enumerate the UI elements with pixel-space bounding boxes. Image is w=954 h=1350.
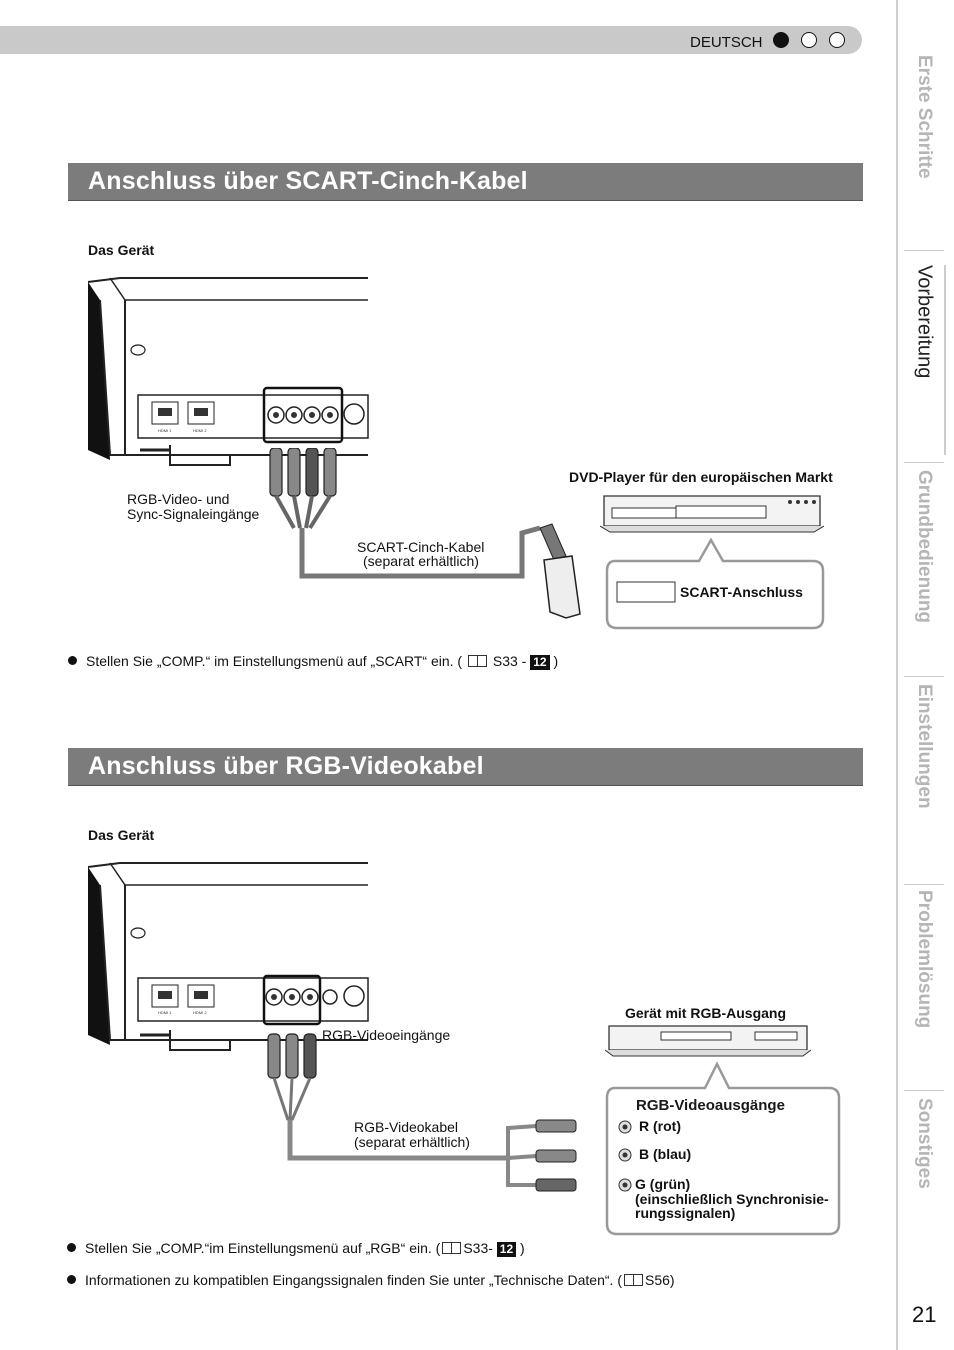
rgb-cable-label-line2: (separat erhältlich) (354, 1134, 470, 1150)
tab-einstellungen[interactable]: Einstellungen (914, 684, 935, 809)
tab-problemloesung[interactable]: Problemlösung (914, 890, 935, 1029)
rgb-video-cable (267, 1033, 577, 1192)
output-g-label-line1: G (grün) (635, 1176, 691, 1192)
tab-divider (904, 884, 944, 885)
section-title: Anschluss über RGB-Videokabel (88, 752, 484, 780)
language-indicator-dot (801, 32, 817, 48)
cable-label-line1: SCART-Cinch-Kabel (357, 539, 485, 555)
note-scart: Stellen Sie „COMP.“ im Einstellungsmenü … (68, 653, 558, 670)
tab-erste-schritte[interactable]: Erste Schritte (914, 55, 935, 179)
scart-plug (539, 523, 581, 619)
output-b-label: B (blau) (639, 1146, 692, 1162)
tab-divider (904, 462, 944, 463)
rgb-source-illustration (605, 1025, 811, 1057)
scart-callout-box (605, 537, 825, 630)
rgb-outputs-title: RGB-Videoausgänge (636, 1097, 785, 1114)
tab-divider (904, 1090, 944, 1091)
tab-divider (904, 676, 944, 677)
scart-connector-label: SCART-Anschluss (680, 584, 803, 600)
page-number: 21 (912, 1302, 937, 1327)
tab-divider (904, 250, 944, 251)
rgb-output-jacks (618, 1120, 632, 1192)
inputs-label-line1: RGB-Video- und (127, 491, 230, 507)
rgb-cable-label-line1: RGB-Videokabel (354, 1119, 459, 1135)
language-indicator-dot-active (773, 32, 789, 48)
device-label: Das Gerät (88, 242, 155, 258)
output-g-label-line3: rungssignalen) (635, 1205, 736, 1221)
section-heading-scart: Anschluss über SCART-Cinch-Kabel (68, 163, 863, 201)
hdmi2-label: HDMI 2 (193, 1010, 207, 1015)
tab-sonstiges[interactable]: Sonstiges (914, 1098, 935, 1189)
output-g-label-line2: (einschließlich Synchronisie- (635, 1191, 829, 1207)
note-signals: Informationen zu kompatiblen Eingangssig… (67, 1272, 675, 1288)
page-reference-badge: 12 (496, 1242, 517, 1257)
dvd-player-illustration (600, 495, 824, 533)
manual-book-icon (623, 1274, 643, 1286)
cable-label-line2: (separat erhältlich) (363, 553, 479, 569)
projector-rear-illustration (87, 277, 369, 466)
tab-vorbereitung[interactable]: Vorbereitung (904, 265, 946, 455)
language-indicator-dot (829, 32, 845, 48)
hdmi1-label: HDMI 1 (158, 1010, 172, 1015)
rgb-source-label: Gerät mit RGB-Ausgang (625, 1005, 787, 1021)
scart-cinch-cable (269, 448, 541, 579)
device-label: Das Gerät (88, 827, 155, 843)
tab-grundbedienung[interactable]: Grundbedienung (914, 470, 935, 624)
manual-book-icon (442, 1242, 462, 1254)
hdmi2-label: HDMI 2 (193, 428, 207, 433)
page-reference-badge: 12 (530, 655, 550, 670)
inputs-label-line2: Sync-Signaleingänge (127, 506, 260, 522)
language-label: DEUTSCH (690, 34, 763, 51)
projector-rear-illustration-2 (87, 862, 369, 1051)
rgb-outputs-callout-box (605, 1061, 841, 1236)
section-heading-rgb: Anschluss über RGB-Videokabel (68, 748, 863, 786)
hdmi1-label: HDMI 1 (158, 428, 172, 433)
note-rgb: Stellen Sie „COMP.“im Einstellungsmenü a… (67, 1240, 525, 1257)
output-r-label: R (rot) (639, 1118, 681, 1134)
rgb-inputs-label: RGB-Videoeingänge (322, 1027, 451, 1043)
section-title: Anschluss über SCART-Cinch-Kabel (88, 167, 528, 195)
dvd-player-label: DVD-Player für den europäischen Markt (569, 469, 833, 485)
chapter-sidebar (896, 0, 954, 1350)
header-bar (0, 26, 862, 54)
manual-book-icon (467, 655, 487, 667)
